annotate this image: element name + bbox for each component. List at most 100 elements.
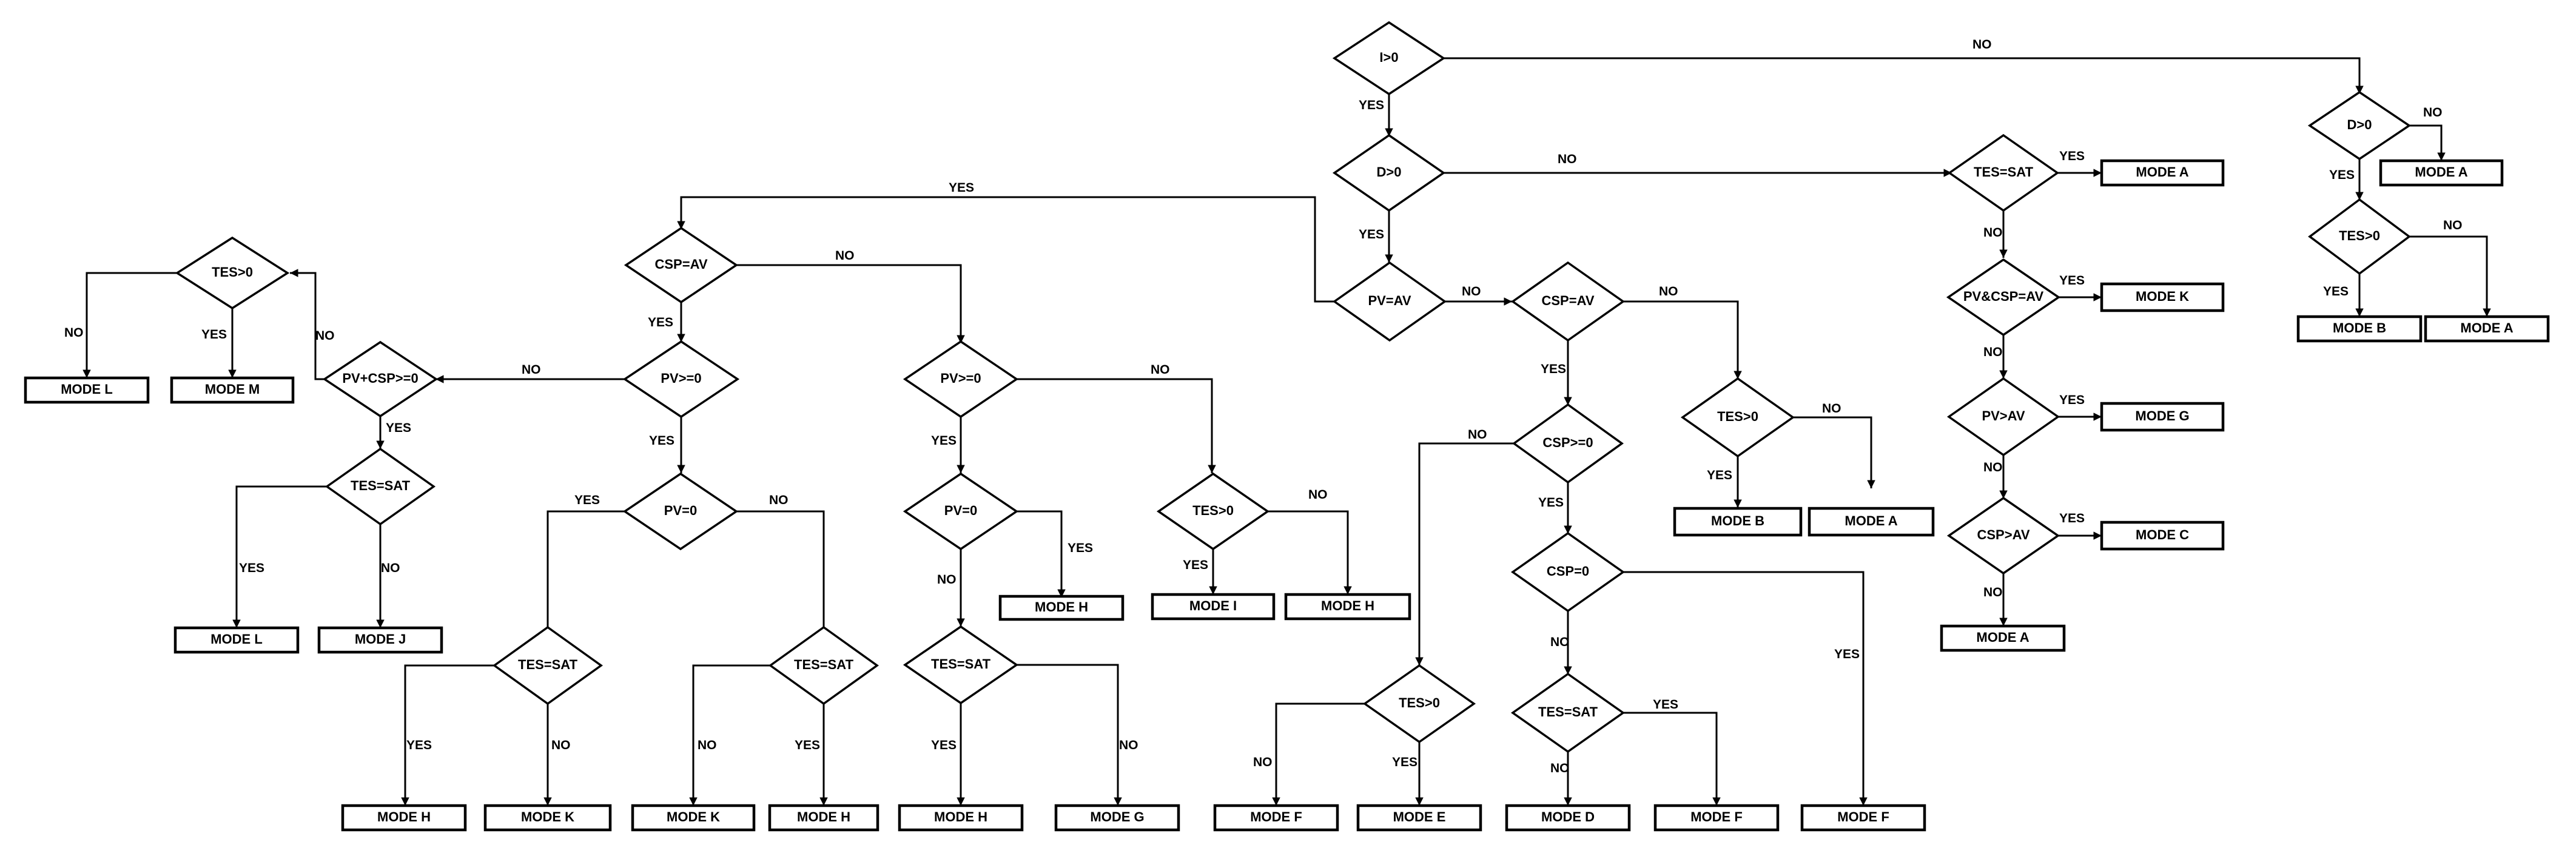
branch-label-no: NO xyxy=(1462,285,1481,298)
outcome-m4: MODE J xyxy=(317,626,443,654)
decision-label: CSP=AV xyxy=(1541,293,1594,308)
decision-label: D>0 xyxy=(2347,117,2372,132)
decision-d8: TES>0 xyxy=(1362,664,1476,744)
outcome-m20: MODE A xyxy=(1808,507,1935,537)
outcome-m10: MODE G xyxy=(1054,804,1180,832)
branch-label-no: NO xyxy=(64,326,84,340)
decision-d19: TES=SAT xyxy=(768,625,879,706)
decision-d13: PV+CSP>=0 xyxy=(322,340,439,418)
branch-label-yes: YES xyxy=(795,738,820,752)
branch-labels: NO YES NO YES NO YES NO YES NO YES NO YE… xyxy=(64,38,2463,775)
decision-label: PV=AV xyxy=(1368,293,1411,308)
branch-label-no: NO xyxy=(315,329,335,343)
branch-label-no: NO xyxy=(1550,761,1570,775)
branch-label-yes: YES xyxy=(1359,98,1384,112)
decision-d21: TES>0 xyxy=(1156,472,1270,551)
edge-d15-yes xyxy=(232,485,327,628)
edge-d7-yes xyxy=(1623,571,1868,806)
branch-label-yes: YES xyxy=(949,181,974,195)
edge-d8-no xyxy=(1272,702,1365,806)
outcome-m6: MODE K xyxy=(483,804,612,832)
branch-label-yes: YES xyxy=(1359,227,1384,241)
outcome-m15: MODE E xyxy=(1356,804,1482,832)
edge-d3-yes xyxy=(677,196,1334,303)
outcome-m21: MODE A xyxy=(2100,159,2225,187)
edge-d13-no xyxy=(290,269,325,380)
branch-label-no: NO xyxy=(2443,218,2463,232)
outcome-label: MODE L xyxy=(210,632,263,647)
decision-d3: PV=AV xyxy=(1332,261,1447,342)
branch-label-yes: YES xyxy=(386,421,411,435)
connectors xyxy=(82,57,2491,806)
branch-label-no: NO xyxy=(1253,755,1273,769)
decision-label: CSP>AV xyxy=(1977,527,2030,542)
branch-label-no: NO xyxy=(1151,363,1170,377)
decision-d26: D>0 xyxy=(2307,90,2412,161)
branch-label-no: NO xyxy=(551,738,571,752)
decision-d16: PV=0 xyxy=(622,472,739,551)
outcome-label: MODE I xyxy=(1189,598,1237,613)
decision-label: CSP=0 xyxy=(1547,564,1589,579)
branch-label-no: NO xyxy=(1983,585,2003,599)
decision-label: TES=SAT xyxy=(518,657,578,672)
branch-label-yes: YES xyxy=(649,434,674,448)
decision-d20: TES=SAT xyxy=(903,625,1019,705)
decision-label: TES>0 xyxy=(2339,228,2380,243)
edge-d10-no xyxy=(736,264,965,343)
decision-label: TES=SAT xyxy=(794,657,854,672)
outcome-m7: MODE K xyxy=(631,804,756,832)
branch-label-yes: YES xyxy=(1834,647,1860,661)
outcome-label: MODE K xyxy=(521,809,574,824)
outcome-m18: MODE F xyxy=(1800,804,1926,832)
decision-label: TES=SAT xyxy=(1974,164,2034,180)
outcome-label: MODE A xyxy=(2415,164,2467,180)
decision-d24: PV>AV xyxy=(1946,377,2060,457)
outcome-m1: MODE L xyxy=(24,376,150,404)
decision-d23: PV&CSP=AV xyxy=(1946,258,2061,337)
branch-label-yes: YES xyxy=(1707,468,1732,482)
edge-d6-no xyxy=(1415,442,1514,665)
branch-label-no: NO xyxy=(1983,226,2003,240)
decision-label: PV=0 xyxy=(664,503,697,518)
branch-label-yes: YES xyxy=(1068,541,1093,555)
decision-d2: D>0 xyxy=(1332,133,1446,212)
edge-d12-no xyxy=(1017,378,1216,473)
branch-label-yes: YES xyxy=(931,434,957,448)
branch-label-no: NO xyxy=(1659,285,1678,298)
edge-d19-no xyxy=(689,664,770,806)
branch-label-no: NO xyxy=(1972,38,1992,52)
branch-label-no: NO xyxy=(1822,402,1841,416)
branch-label-no: NO xyxy=(1119,738,1138,752)
branch-label-yes: YES xyxy=(2059,511,2085,525)
outcome-m19: MODE B xyxy=(1673,507,1803,537)
outcome-label: MODE E xyxy=(1393,809,1446,824)
outcome-m27: MODE B xyxy=(2296,315,2423,343)
branch-label-yes: YES xyxy=(2059,274,2085,288)
decision-label: TES=SAT xyxy=(1538,704,1598,719)
edge-d17-yes xyxy=(1017,510,1066,598)
decision-label: PV>=0 xyxy=(940,371,981,386)
branch-label-no: NO xyxy=(2423,106,2443,120)
branch-label-no: NO xyxy=(769,493,789,507)
decision-label: CSP=AV xyxy=(654,257,707,272)
outcome-label: MODE B xyxy=(1711,513,1764,528)
branch-label-no: NO xyxy=(835,249,855,263)
outcome-m28: MODE A xyxy=(2424,315,2550,343)
decision-label: TES>0 xyxy=(212,264,253,280)
decision-label: TES>0 xyxy=(1192,503,1234,518)
decision-label: TES>0 xyxy=(1399,695,1440,710)
outcome-m3: MODE L xyxy=(173,626,300,654)
decision-label: PV=0 xyxy=(944,503,977,518)
outcome-m24: MODE C xyxy=(2100,520,2225,551)
outcome-m5: MODE H xyxy=(341,804,467,832)
outcome-label: MODE J xyxy=(355,632,406,647)
outcome-label: MODE F xyxy=(1250,809,1302,824)
decision-d15: TES=SAT xyxy=(325,447,436,526)
outcome-m25: MODE A xyxy=(1940,624,2066,652)
outcome-label: MODE A xyxy=(1976,630,2029,645)
outcome-m17: MODE F xyxy=(1653,804,1780,832)
branch-label-yes: YES xyxy=(406,738,432,752)
outcome-m23: MODE G xyxy=(2100,402,2225,432)
branch-label-yes: YES xyxy=(1653,698,1678,712)
outcome-m26: MODE A xyxy=(2379,159,2504,187)
